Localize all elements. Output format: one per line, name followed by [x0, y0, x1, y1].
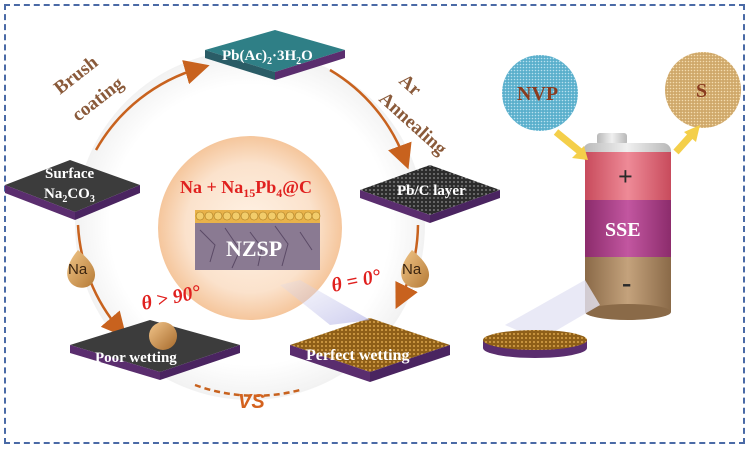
na-drop-right	[401, 250, 430, 288]
s-circle	[665, 52, 741, 128]
nzsp-label: NZSP	[226, 236, 282, 261]
zoom-beam	[280, 280, 370, 325]
battery-sse	[585, 200, 671, 257]
nvp-circle	[502, 55, 578, 131]
battery-anode	[585, 257, 671, 312]
battery-cathode	[585, 152, 671, 200]
na-droplet-sphere	[149, 322, 177, 350]
arrow-nvp	[553, 129, 586, 157]
surface-label-1: Surface	[45, 166, 94, 182]
battery-minus-label: -	[622, 268, 631, 299]
disc	[483, 330, 587, 358]
disc-beam	[505, 280, 600, 340]
pb-ac-tile	[205, 30, 345, 80]
vs-label: VS	[238, 391, 265, 413]
nvp-label: NVP	[517, 83, 558, 105]
pb-ac-label: Pb(Ac)2·3H2O	[222, 48, 313, 67]
na-left-label: Na	[68, 261, 88, 278]
battery-plus-label: +	[618, 162, 633, 191]
surface-tile	[5, 160, 140, 220]
perfect-wetting-tile	[290, 318, 450, 382]
na-right-label: Na	[402, 261, 422, 278]
arrow-brush-coating	[94, 60, 210, 151]
carbon-particles	[195, 210, 321, 223]
battery-sse-label: SSE	[605, 219, 641, 241]
poor-wetting-tile	[70, 320, 240, 380]
nzsp-block	[195, 210, 321, 270]
ar-label-1: Ar	[395, 70, 426, 101]
pbc-tile	[360, 165, 500, 223]
pbc-label: Pb/C layer	[397, 183, 466, 199]
center-formula: Na + Na15Pb4@C	[180, 177, 312, 200]
na-drop-left	[67, 250, 96, 288]
arrow-vs	[194, 383, 301, 398]
perfect-wetting-label: Perfect wetting	[306, 347, 410, 364]
battery-cap	[597, 133, 627, 145]
battery	[583, 133, 671, 320]
dashed-frame	[4, 4, 745, 444]
s-label: S	[696, 80, 707, 102]
arrow-annealing	[329, 68, 412, 170]
poor-wetting-label: Poor wetting	[95, 350, 177, 366]
surface-label-2: Na2CO3	[44, 186, 95, 205]
